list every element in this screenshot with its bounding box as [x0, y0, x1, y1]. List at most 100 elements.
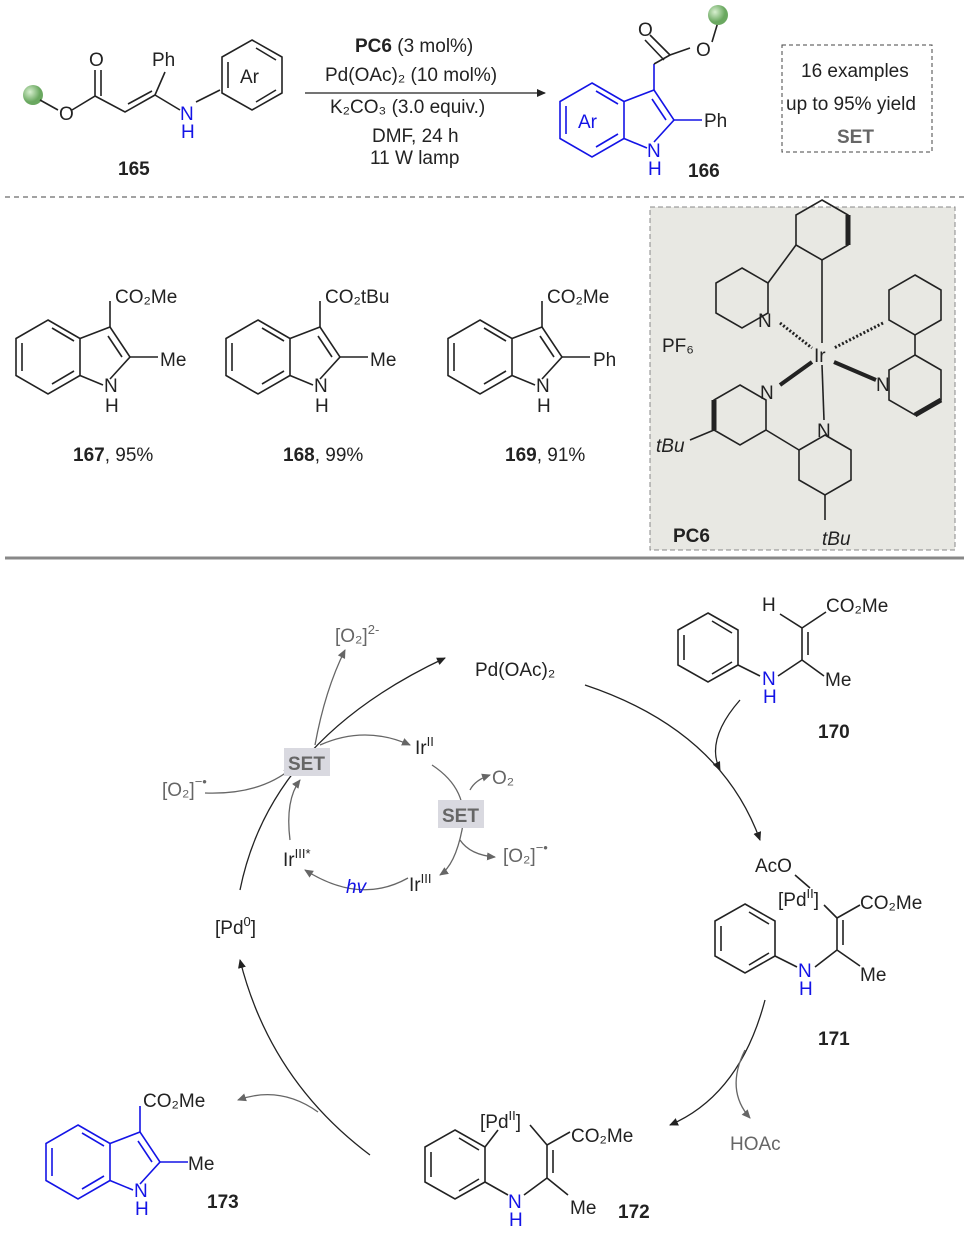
reaction-summary-examples: 16 examples: [801, 61, 909, 82]
svg-text:IrII: IrII: [415, 734, 434, 759]
atoms-N: N: [536, 376, 550, 397]
cycle-o2: O₂: [492, 768, 514, 789]
examples-0-label: 167: [73, 445, 105, 466]
atoms-N: N: [508, 1192, 522, 1213]
product-166: O O Ph Ar N H 166: [559, 5, 728, 182]
cycle-pd2-base: [Pd: [778, 890, 807, 911]
cycle-hoac: HOAc: [730, 1134, 781, 1155]
cycle-ir3-base: Ir: [409, 875, 421, 896]
example-167: CO₂Me Me N H 167, 95%: [15, 287, 186, 466]
reaction-conditions-catalyst_loading: (3 mol%): [392, 36, 473, 57]
reaction-conditions-light: 11 W lamp: [370, 148, 459, 169]
cycle-set: SET: [288, 754, 325, 775]
cycle-labels-c171: 171: [818, 1029, 850, 1050]
compound-170: H CO₂Me N H Me 170: [677, 595, 888, 743]
svg-text:[O₂]2-: [O₂]2-: [335, 622, 379, 647]
reaction-conditions-palladium: Pd(OAc)₂ (10 mol%): [325, 65, 497, 86]
examples-2-r2: Ph: [593, 350, 616, 371]
cycle-ester: CO₂Me: [860, 893, 922, 914]
cycle-peroxide-base: [O₂]: [335, 626, 368, 647]
cycle-peroxide-sup: 2-: [368, 622, 380, 637]
atoms-H: H: [509, 1210, 523, 1231]
svg-text:[O₂]−•: [O₂]−•: [503, 840, 548, 867]
summary-box: 16 examples up to 95% yield SET: [781, 44, 933, 153]
atoms-N: N: [760, 383, 774, 404]
atoms-N: N: [758, 311, 772, 332]
examples-2-label: 169: [505, 445, 537, 466]
examples-0-yield: , 95%: [105, 445, 154, 466]
svg-text:167, 95%: 167, 95%: [73, 445, 153, 466]
atoms-H: H: [135, 1199, 149, 1220]
reaction-conditions-catalyst: PC6: [355, 36, 392, 57]
atoms-Ph: Ph: [152, 50, 175, 71]
reaction-summary-yield: up to 95% yield: [786, 94, 916, 115]
atoms-N: N: [876, 375, 890, 396]
atoms-N: N: [104, 376, 118, 397]
atoms-O: O: [696, 40, 711, 61]
example-168: CO₂tBu Me N H 168, 99%: [225, 287, 396, 466]
svg-text:[Pd0]: [Pd0]: [215, 914, 256, 939]
svg-text:[PdII]: [PdII]: [778, 886, 819, 911]
atoms-Me: Me: [570, 1198, 596, 1219]
cycle-ir3_excited-sup: III*: [295, 846, 311, 861]
cycle-labels-c170: 170: [818, 722, 850, 743]
cycle-pd0-sup: 0: [244, 914, 251, 929]
cycle-ir2-base: Ir: [415, 738, 427, 759]
reaction-conditions-base: K₂CO₃ (3.0 equiv.): [330, 97, 485, 118]
svg-text:IrIII: IrIII: [409, 871, 431, 896]
substituent-ball-icon: [708, 5, 728, 25]
atoms-H: H: [315, 396, 329, 417]
atoms-Me: Me: [825, 670, 851, 691]
atoms-H: H: [105, 396, 119, 417]
catalyst-tbu: tBu: [822, 529, 851, 550]
svg-text:[O₂]−•: [O₂]−•: [162, 774, 207, 801]
reactant-165: O O Ph N H Ar 165: [23, 39, 283, 180]
atoms-H: H: [537, 396, 551, 417]
compound-173: CO₂Me Me N H 173: [45, 1091, 239, 1220]
set-badge: [438, 800, 484, 828]
svg-text:168, 99%: 168, 99%: [283, 445, 363, 466]
atoms-H: H: [181, 122, 195, 143]
atoms-H: H: [763, 687, 777, 708]
cycle-pd0-base: [Pd: [215, 918, 244, 939]
compound-171: AcO [PdII] CO₂Me N H Me 171: [714, 856, 922, 1050]
set-badge: [284, 748, 330, 776]
product-label: 166: [688, 161, 720, 182]
cycle-labels-c173: 173: [207, 1192, 239, 1213]
reaction-conditions-solvent: DMF, 24 h: [372, 126, 459, 147]
catalyst-metal: Ir: [814, 346, 826, 367]
cycle-aco: AcO: [755, 856, 792, 877]
cycle-pd0-end: ]: [251, 918, 256, 939]
reaction-conditions: PC6 (3 mol%) Pd(OAc)₂ (10 mol%) K₂CO₃ (3…: [305, 36, 546, 169]
catalyst-pc6: N N N N Ir PF₆ tBu tBu PC6: [649, 199, 956, 551]
atoms-N: N: [180, 104, 194, 125]
atoms-Ph: Ph: [704, 111, 727, 132]
atoms-Me: Me: [860, 965, 886, 986]
examples-1-ester: CO₂tBu: [325, 287, 389, 308]
atoms-Me: Me: [188, 1154, 214, 1175]
examples-2-yield: , 91%: [537, 445, 586, 466]
cycle-pd_oac2: Pd(OAc)₂: [475, 660, 555, 681]
cycle-ir3-sup: III: [421, 871, 432, 886]
cycle-pd2-end: ]: [814, 890, 819, 911]
atoms-H: H: [648, 159, 662, 180]
atoms-H: H: [762, 595, 776, 616]
compound-172: [PdII] CO₂Me N H Me 172: [424, 1108, 650, 1231]
cycle-pd2-base: [Pd: [480, 1112, 509, 1133]
cycle-superoxide-base: [O₂]: [162, 780, 195, 801]
examples-1-yield: , 99%: [315, 445, 364, 466]
examples-0-r2: Me: [160, 350, 186, 371]
cycle-ester: CO₂Me: [826, 596, 888, 617]
atoms-O: O: [89, 50, 104, 71]
atoms-N: N: [647, 141, 661, 162]
cycle-superoxide-sup: −•: [536, 840, 549, 855]
svg-text:169, 91%: 169, 91%: [505, 445, 585, 466]
atoms-N: N: [314, 376, 328, 397]
svg-text:[PdII]: [PdII]: [480, 1108, 521, 1133]
cycle-pd2-end: ]: [516, 1112, 521, 1133]
svg-text:PC6 (3 mol%): PC6 (3 mol%): [355, 36, 473, 57]
cycle-superoxide-base: [O₂]: [503, 846, 536, 867]
atoms-N: N: [762, 669, 776, 690]
cycle-labels-c172: 172: [618, 1202, 650, 1223]
